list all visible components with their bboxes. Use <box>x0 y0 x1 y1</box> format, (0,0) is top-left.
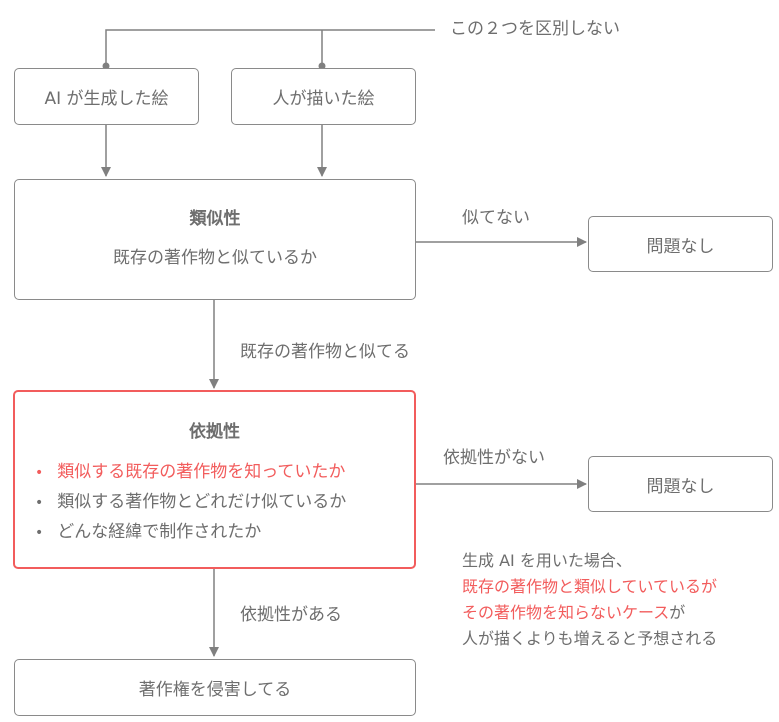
dot <box>318 62 326 70</box>
not-similar-label: 似てない <box>462 208 530 228</box>
dot <box>102 62 110 70</box>
criterion: 類似する既存の著作物を知っていたか <box>35 458 346 488</box>
reliance-box: 依拠性 類似する既存の著作物を知っていたか 類似する著作物とどれだけ似ているか … <box>13 390 416 569</box>
box-label: AI が生成した絵 <box>44 89 169 109</box>
note-line: その著作物を知らないケースが <box>462 600 717 626</box>
similarity-box: 類似性 既存の著作物と似ているか <box>14 179 416 300</box>
reliance-label: 依拠性がある <box>240 605 342 625</box>
note-line: 既存の著作物と類似していているが <box>462 577 718 596</box>
no-problem-box-2: 問題なし <box>588 456 773 512</box>
no-problem-box-1: 問題なし <box>588 216 773 272</box>
criterion: どんな経緯で制作されたか <box>35 518 346 548</box>
ai-generated-box: AI が生成した絵 <box>14 68 199 125</box>
note-line: 人が描くよりも増えると予想される <box>462 629 718 648</box>
box-label: 問題なし <box>646 476 715 497</box>
note-tail: が <box>669 603 686 622</box>
no-reliance-label: 依拠性がない <box>443 448 545 468</box>
ai-note: 生成 AI を用いた場合、 既存の著作物と類似していているが その著作物を知らな… <box>462 548 717 652</box>
box-label: 著作権を侵害してる <box>138 680 292 700</box>
note-line: 生成 AI を用いた場合、 <box>462 551 632 570</box>
infringement-box: 著作権を侵害してる <box>14 659 416 716</box>
human-drawn-box: 人が描いた絵 <box>231 68 416 125</box>
similar-label: 既存の著作物と似てる <box>240 342 410 362</box>
box-label: 人が描いた絵 <box>272 89 375 109</box>
bracket-line <box>105 29 435 66</box>
top-note: この２つを区別しない <box>450 19 620 39</box>
similarity-subtitle: 既存の著作物と似ているか <box>113 248 317 268</box>
note-highlight: その著作物を知らないケース <box>462 603 670 622</box>
similarity-title: 類似性 <box>189 209 241 229</box>
reliance-title: 依拠性 <box>189 422 240 442</box>
criterion: 類似する著作物とどれだけ似ているか <box>35 488 346 518</box>
reliance-criteria: 類似する既存の著作物を知っていたか 類似する著作物とどれだけ似ているか どんな経… <box>35 458 346 548</box>
box-label: 問題なし <box>646 236 715 257</box>
